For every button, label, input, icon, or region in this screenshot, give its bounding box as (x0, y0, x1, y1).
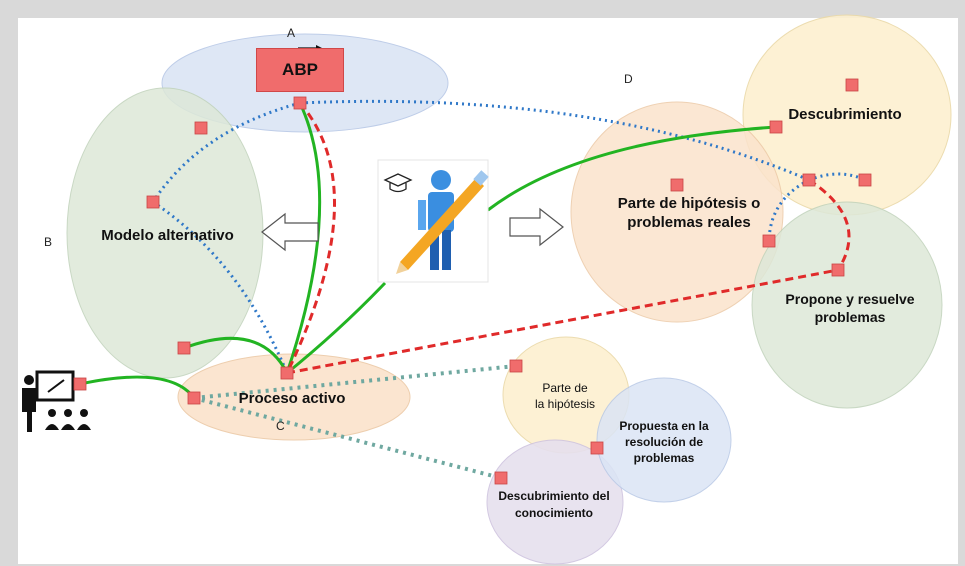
green-line (183, 336, 289, 374)
hipotesis-line2: problemas reales (627, 214, 751, 231)
propone-label: Propone y resuelve problemas (770, 290, 930, 326)
node-square (670, 178, 684, 192)
blue-dotted-line (767, 178, 810, 242)
node-square (509, 359, 523, 373)
arrow-left-icon (261, 212, 319, 252)
teacher-presentation-icon (22, 370, 91, 432)
green-line (79, 375, 196, 399)
node-square (831, 263, 845, 277)
node-square (858, 173, 872, 187)
green-line (286, 281, 387, 375)
letter-c: C (276, 419, 285, 433)
ellipse-propuesta (596, 377, 732, 503)
parte-label: Parte de la hipótesis (515, 380, 615, 412)
blue-dotted-line (299, 99, 810, 182)
node-square (194, 121, 208, 135)
red-dashed-line (285, 102, 336, 374)
node-square (293, 96, 307, 110)
descon-line1: Descubrimiento del (498, 489, 610, 503)
propuesta-line1: Propuesta en la (619, 419, 709, 433)
descon-line2: conocimiento (514, 506, 593, 520)
blue-dotted-line (808, 172, 866, 182)
letter-b: B (44, 235, 53, 249)
node-square (73, 377, 87, 391)
ellipse-hipotesis (570, 101, 784, 323)
ellipse-descon (486, 439, 624, 565)
graduation-cap-icon (383, 173, 413, 193)
hipotesis-label: Parte de hipótesis o problemas reales (596, 194, 782, 232)
node-square (494, 471, 508, 485)
propuesta-line2: resolución de (624, 435, 704, 449)
node-square (590, 441, 604, 455)
node-square (802, 173, 816, 187)
teal-dotted-line (193, 396, 502, 480)
ellipse-propone (751, 201, 943, 409)
propuesta-label: Propuesta en la resolución de problemas (604, 418, 724, 466)
node-square (280, 366, 294, 380)
green-line (285, 102, 322, 374)
node-square (769, 120, 783, 134)
red-dashed-line (286, 268, 839, 375)
letter-a: A (287, 26, 296, 40)
descon-label: Descubrimiento del conocimiento (488, 488, 620, 522)
node-square (762, 234, 776, 248)
parte-line1: Parte de (542, 381, 588, 395)
propuesta-line3: problemas (633, 451, 695, 465)
abp-box: ABP (256, 48, 344, 92)
hipotesis-line1: Parte de hipótesis o (617, 195, 761, 212)
propone-line2: problemas (814, 309, 886, 325)
red-dashed-line (808, 178, 851, 271)
node-square (187, 391, 201, 405)
letter-d: D (624, 72, 633, 86)
blue-dotted-line (151, 101, 301, 203)
propone-line1: Propone y resuelve (785, 291, 915, 307)
parte-line2: la hipótesis (534, 397, 596, 411)
proceso-label: Proceso activo (238, 390, 346, 407)
modelo-label: Modelo alternativo (101, 227, 234, 244)
blue-dotted-line (152, 200, 289, 374)
node-square (845, 78, 859, 92)
teal-dotted-line (193, 364, 517, 400)
person-with-pencil-icon (377, 159, 489, 283)
node-square (146, 195, 160, 209)
green-line (487, 125, 777, 212)
node-square (177, 341, 191, 355)
arrow-right-icon (509, 207, 564, 247)
node-squares (73, 78, 872, 485)
descubrimiento-label: Descubrimiento (788, 106, 902, 123)
